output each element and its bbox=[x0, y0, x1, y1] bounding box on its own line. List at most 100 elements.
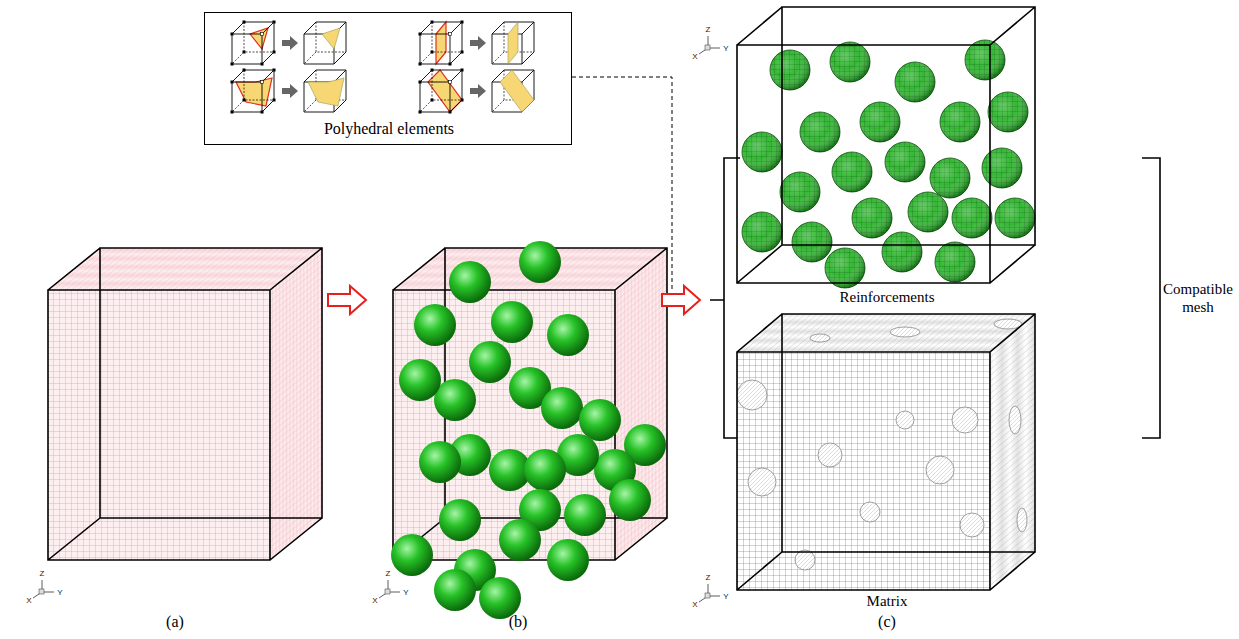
polyhedral-cut-illustrations bbox=[508, 22, 518, 64]
reinforcement-cube-figure bbox=[940, 102, 980, 142]
matrix-cube: Matrix bbox=[730, 312, 1142, 610]
grid-with-spheres-cube bbox=[469, 341, 511, 383]
process-arrow bbox=[662, 286, 700, 314]
matrix-cube-figure bbox=[990, 314, 1035, 590]
reinforcement-cube-figure bbox=[800, 112, 840, 152]
axis-label: Z bbox=[706, 26, 711, 35]
matrix-cube-figure bbox=[748, 468, 776, 496]
reinforcement-cube-figure bbox=[995, 198, 1035, 238]
background-grid-cube bbox=[270, 248, 322, 560]
grid-with-spheres-cube bbox=[547, 314, 589, 356]
reinforcement-cube-figure bbox=[832, 152, 872, 192]
panel-label: (b) bbox=[509, 613, 528, 631]
polyhedral-cut-illustrations bbox=[232, 70, 274, 112]
polyhedral-cut-illustrations bbox=[304, 22, 346, 64]
reinforcement-cube-figure bbox=[965, 40, 1005, 80]
polyhedral-cut-illustrations bbox=[492, 22, 534, 64]
polyhedral-cut-illustrations bbox=[231, 21, 276, 66]
reinforcement-cube-figure bbox=[860, 102, 900, 142]
reinforcement-cube: Reinforcements bbox=[730, 5, 1142, 308]
axis-triad bbox=[33, 580, 54, 598]
matrix-cube-figure bbox=[960, 513, 984, 537]
polyhedral-cut-illustrations bbox=[232, 22, 274, 64]
background-grid-cube bbox=[48, 248, 322, 560]
background-grid-cube bbox=[48, 248, 322, 560]
axis-label: Z bbox=[386, 570, 391, 579]
reinforcement-cube-figure bbox=[895, 62, 935, 102]
reinforcement-cube-figure bbox=[852, 198, 892, 238]
matrix-cube-figure bbox=[952, 407, 978, 433]
grid-with-spheres-cube bbox=[393, 248, 667, 560]
background-grid-cube bbox=[48, 290, 270, 560]
matrix-cube-figure bbox=[1009, 406, 1021, 434]
inset-box: Polyhedral elements bbox=[204, 12, 572, 145]
polyhedral-cut-illustrations bbox=[500, 70, 534, 112]
panel-label: (a) bbox=[166, 613, 184, 631]
polyhedral-cut-illustrations bbox=[419, 21, 464, 66]
node-label: Reinforcements bbox=[840, 288, 935, 306]
panel-label: (c) bbox=[878, 613, 896, 631]
axis-label: X bbox=[692, 601, 697, 610]
matrix-cube-figure bbox=[990, 314, 1035, 590]
grid-with-spheres-cube bbox=[541, 387, 583, 429]
grid-with-spheres-cube bbox=[519, 241, 561, 283]
matrix-cube-figure bbox=[795, 550, 815, 570]
reinforcement-cube-figure bbox=[770, 50, 810, 90]
axis-triad bbox=[379, 580, 400, 598]
polyhedral-cut-illustrations bbox=[419, 21, 464, 66]
polyhedral-cut-illustrations bbox=[304, 22, 346, 64]
grid-with-spheres-cube bbox=[414, 304, 456, 346]
grid-with-spheres-cube bbox=[434, 569, 476, 611]
matrix-cube-figure bbox=[737, 314, 1035, 590]
reinforcement-cube-figure bbox=[792, 222, 832, 262]
polyhedral-cut-illustrations bbox=[492, 22, 534, 64]
polyhedral-cut-illustrations bbox=[231, 21, 276, 66]
polyhedral-cut-illustrations bbox=[470, 36, 486, 50]
grid-with-spheres-cube bbox=[419, 441, 461, 483]
grid-with-spheres-cube bbox=[491, 301, 533, 343]
polyhedral-cut-illustrations bbox=[419, 69, 464, 114]
polyhedral-cut-illustrations bbox=[436, 22, 446, 64]
matrix-cube-figure bbox=[818, 443, 842, 467]
axis-label: Y bbox=[57, 589, 62, 598]
axis-label: Z bbox=[706, 574, 711, 583]
polyhedral-cut-illustrations bbox=[492, 70, 534, 112]
matrix-cube-figure bbox=[737, 319, 1027, 570]
reinforcement-cube-figure bbox=[737, 7, 1035, 288]
axis-label: Y bbox=[723, 45, 728, 54]
matrix-cube-figure bbox=[810, 334, 830, 342]
grid-with-spheres-cube bbox=[439, 499, 481, 541]
grid-with-spheres-cube bbox=[449, 261, 491, 303]
process-arrow bbox=[328, 286, 366, 314]
matrix-cube-figure bbox=[896, 411, 914, 429]
axis-label: X bbox=[692, 53, 697, 62]
axis-label: Z bbox=[40, 570, 45, 579]
reinforcement-cube-figure bbox=[952, 198, 992, 238]
reinforcement-cube-figure bbox=[830, 42, 870, 82]
polyhedral-cut-illustrations bbox=[420, 70, 462, 112]
background-grid-cube bbox=[270, 248, 322, 560]
axis-triad bbox=[699, 584, 720, 602]
axis-triad bbox=[33, 36, 720, 602]
grid-with-spheres-cube bbox=[391, 534, 433, 576]
reinforcement-cube-figure bbox=[825, 248, 865, 288]
matrix-cube-figure bbox=[737, 314, 1035, 590]
edge-label: Compatible mesh bbox=[1161, 280, 1235, 316]
polyhedral-cut-illustrations bbox=[492, 70, 534, 112]
grid-with-spheres-cube bbox=[524, 449, 566, 491]
reinforcement-cube-figure bbox=[780, 172, 820, 212]
polyhedral-cut-illustrations bbox=[470, 84, 486, 98]
grid-with-spheres-cube bbox=[609, 479, 651, 521]
node-label: Matrix bbox=[867, 592, 908, 610]
polyhedral-cut-illustrations bbox=[308, 78, 344, 106]
grid-with-spheres-cube bbox=[391, 241, 667, 619]
axis-label: Y bbox=[723, 593, 728, 602]
polyhedral-cut-illustrations bbox=[419, 69, 464, 114]
reinforcement-cube-figure bbox=[882, 232, 922, 272]
matrix-cube-figure bbox=[737, 352, 990, 590]
matrix-cube-figure bbox=[737, 380, 767, 410]
bracket-connector bbox=[1142, 158, 1160, 438]
